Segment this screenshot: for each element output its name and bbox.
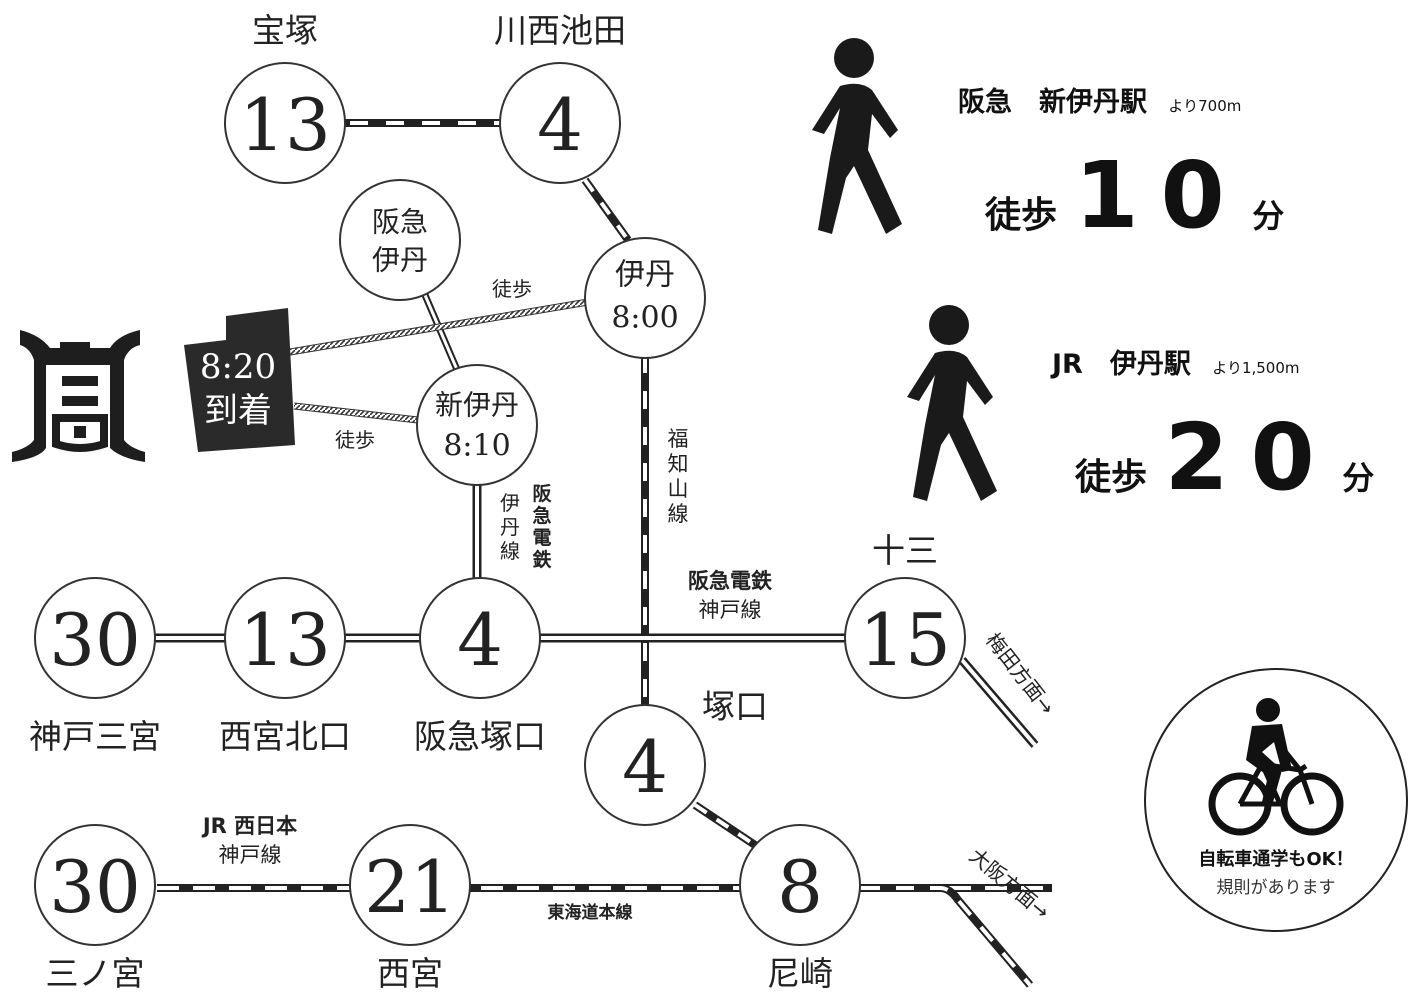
station-sannomiya: 30 三ノ宮 [34,824,156,993]
sannomiya-minutes: 30 [49,845,141,929]
takarazuka-minutes: 13 [239,83,331,167]
access1-suffix: 分 [1252,197,1285,235]
hankyu-itami-line-label: 伊丹線 [500,491,520,563]
station-nishinomiya: 21 西宮 [349,824,471,993]
itami-time: 8:00 [611,301,678,336]
station-hankyu-tsukaguchi: 4 阪急塚口 [414,577,546,756]
walking-person-icon [812,38,902,234]
shin-itami-label: 新伊丹 [435,389,519,422]
access1-prefix: 徒歩 [985,195,1058,236]
umeda-direction-label: 梅田方面→ [981,628,1059,719]
jr-kobe-line-label: 神戸線 [219,843,282,867]
kawanishi-minutes: 4 [537,83,583,167]
hdv-char: 阪 [532,482,552,505]
itami-label: 伊丹 [615,258,675,293]
station-kobe-sannomiya: 30 神戸三宮 [29,577,161,756]
access1-minutes: 10 [1074,142,1247,249]
access1-line: 阪急 新伊丹駅 より700m [958,80,1241,119]
access2-time: 徒歩 20 分 [1075,404,1375,511]
access1-time: 徒歩 10 分 [985,142,1285,249]
amagasaki-label: 尼崎 [767,954,833,993]
jr-company-label: JR 西日本 [201,814,297,838]
jr-kobe-line [157,884,1052,988]
hankyu-kobe-line-label: 神戸線 [699,598,762,622]
station-juso: 15 十三 [844,531,966,699]
arrival-label: 到着 [204,391,272,431]
fuku-char: 線 [668,502,689,526]
access2-prefix: 徒歩 [1075,457,1148,498]
hankyu-tsukaguchi-label: 阪急塚口 [414,717,546,756]
access2-minutes: 20 [1164,404,1337,511]
shin-itami-time: 8:10 [443,429,510,464]
amagasaki-minutes: 8 [777,845,823,929]
access2-line: JR 伊丹駅 より1,500m [1052,342,1300,381]
hdv-char: 急 [532,504,551,527]
tsukaguchi-minutes: 4 [622,725,668,809]
kobe-sannomiya-minutes: 30 [49,598,141,682]
juso-label: 十三 [872,531,938,570]
station-kawanishi-ikeda: 4 川西池田 [494,11,626,184]
nishinomiya-label: 西宮 [377,954,443,993]
access1-line-name: 阪急 新伊丹駅 [958,87,1147,118]
school-logo [12,330,145,462]
access2-distance: より1,500m [1212,359,1300,377]
nishinomiya-kitaguchi-label: 西宮北口 [219,717,351,756]
walk-label-itami: 徒歩 [492,277,532,301]
station-amagasaki: 8 尼崎 [739,824,861,993]
access2-suffix: 分 [1342,459,1375,497]
bicycle-note: 規則があります [1217,878,1336,898]
nishinomiya-kitaguchi-minutes: 13 [239,598,331,682]
hankyu-dentetsu-vertical-label: 阪急電鉄 [532,482,552,571]
arrival-sign: 8:20 到着 [184,308,295,452]
itamisen-char: 線 [500,539,520,563]
fuku-char: 知 [668,452,689,476]
hankyu-itami-line [421,293,482,578]
bicycle-badge: 自転車通学もOK！ 規則があります [1144,668,1408,932]
takarazuka-label: 宝塚 [252,11,318,50]
hdv-char: 鉄 [532,548,551,571]
access2-line-name: JR 伊丹駅 [1052,349,1191,380]
bicycle-icon [1208,698,1344,836]
kobe-sannomiya-label: 神戸三宮 [29,717,161,756]
hankyu-itami-label-1: 阪急 [372,206,428,239]
jr-line-tsukaguchi-amagasaki [692,801,758,849]
fuku-char: 山 [668,477,689,501]
walk-label-shin-itami: 徒歩 [335,428,375,452]
station-hankyu-itami: 阪急 伊丹 [339,179,461,301]
walking-path-itami [289,298,589,356]
station-shin-itami: 新伊丹 8:10 [416,364,538,486]
station-takarazuka: 13 宝塚 [224,11,346,184]
itamisen-char: 伊 [500,491,520,515]
station-nishinomiya-kitaguchi: 13 西宮北口 [219,577,351,756]
itamisen-char: 丹 [500,515,520,539]
sannomiya-label: 三ノ宮 [46,954,145,993]
hankyu-itami-label-2: 伊丹 [372,244,428,277]
kawanishi-label: 川西池田 [494,11,626,50]
walking-path-shin-itami [293,402,419,424]
access1-distance: より700m [1168,97,1242,115]
hdv-char: 電 [532,527,551,549]
walking-person-icon-2 [907,305,997,501]
arrival-time: 8:20 [200,347,276,387]
juso-minutes: 15 [859,598,951,682]
bicycle-title: 自転車通学もOK！ [1198,848,1353,870]
station-itami: 伊丹 8:00 [584,237,706,359]
osaka-direction-label: 大阪方面→ [965,843,1055,924]
tsukaguchi-label: 塚口 [702,687,768,726]
fuku-char: 福 [668,427,689,451]
jr-line-kawanishi-itami [581,177,632,243]
hankyu-kobe-company-label: 阪急電鉄 [688,569,772,593]
station-tsukaguchi: 4 塚口 [584,687,768,826]
nishinomiya-minutes: 21 [364,845,456,929]
hankyu-tsukaguchi-minutes: 4 [457,598,503,682]
tokaido-line-label: 東海道本線 [548,902,633,923]
